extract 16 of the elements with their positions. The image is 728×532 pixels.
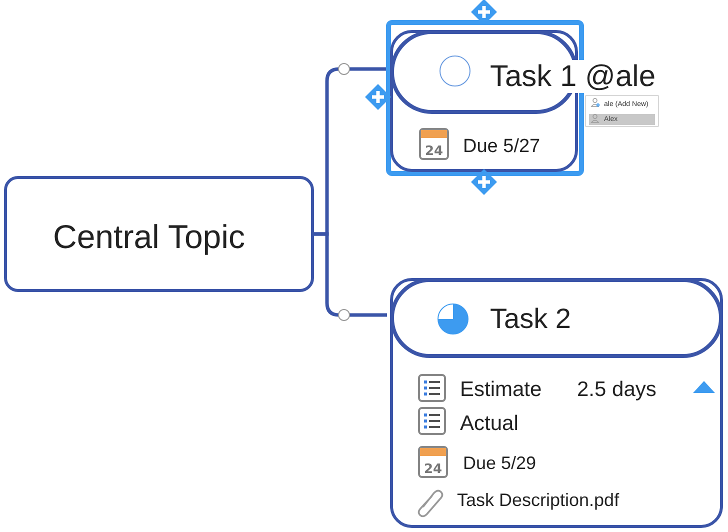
topic-text: Due 5/27 [463,137,540,158]
topic-text: Actual [460,412,518,436]
estimate-value: 2.5 days [577,378,656,402]
topic-text: Central Topic [53,219,245,256]
topic-text: Due 5/29 [463,454,536,474]
topic-text: Task Description.pdf [457,491,620,511]
connector [314,232,387,317]
mention-dropdown [585,95,659,127]
task-card [390,278,723,528]
task-title-pill [390,278,723,358]
central-topic-box [4,176,314,292]
topic-text: Task 1 @ale [490,60,656,93]
calendar-day: 24 [424,462,442,477]
calendar-day: 24 [424,144,444,159]
topic-text: Estimate [460,378,542,402]
topic-text: Task 2 [490,304,571,335]
